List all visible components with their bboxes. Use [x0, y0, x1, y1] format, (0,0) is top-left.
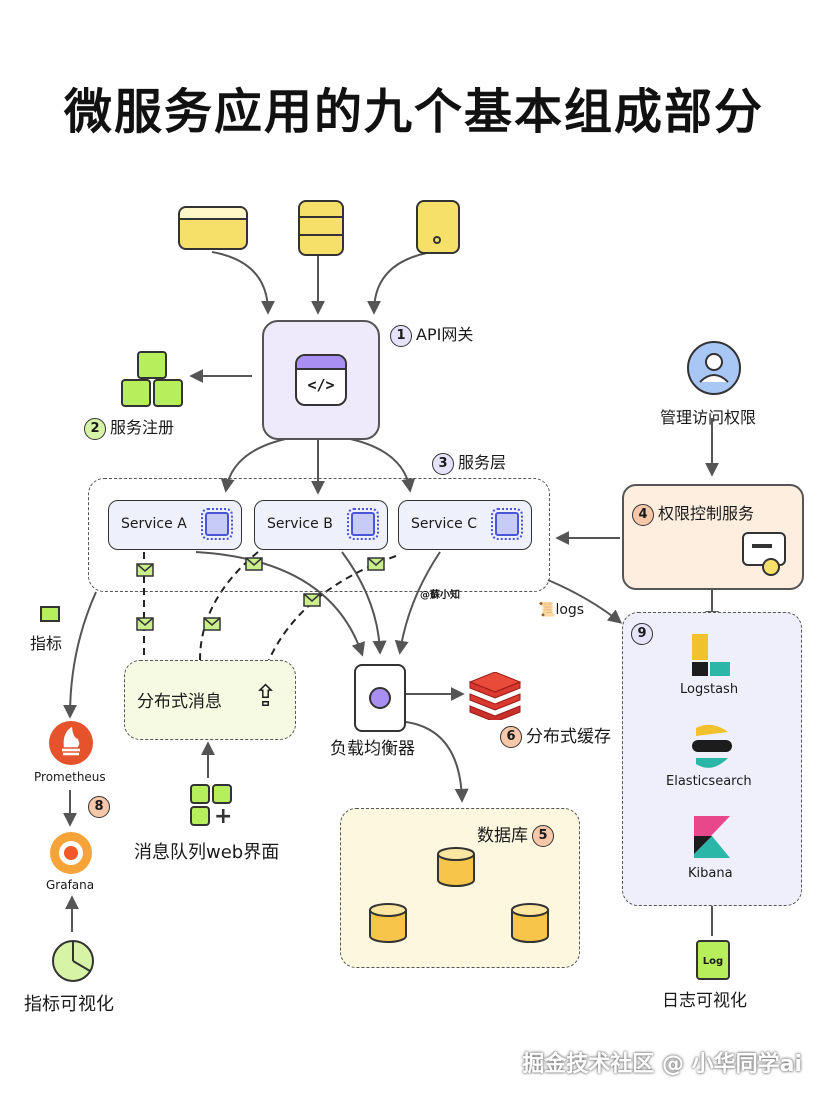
- step-number-6: 6: [500, 726, 522, 748]
- database-icon: [437, 847, 475, 887]
- service-a-label: Service A: [121, 516, 187, 532]
- database-icon: [511, 903, 549, 943]
- envelope-icon: [203, 617, 221, 631]
- envelope-icon: [367, 557, 385, 571]
- envelope-icon: [245, 557, 263, 571]
- service-layer-box: [88, 478, 550, 592]
- service-c-box[interactable]: Service C: [398, 500, 532, 550]
- step-number-8: 8: [88, 796, 110, 818]
- logstash-icon: [692, 634, 730, 676]
- grafana-label: Grafana: [46, 878, 95, 892]
- redis-icon: [468, 672, 522, 720]
- metrics-step-label: 8: [88, 796, 114, 818]
- grafana-icon: [50, 832, 92, 874]
- metrics-label: 指标: [30, 634, 63, 653]
- log-vis-label: 日志可视化: [662, 991, 747, 1011]
- code-icon: </>: [295, 354, 347, 406]
- share-icon: ⇪: [253, 679, 279, 714]
- mq-label: 分布式消息: [137, 692, 222, 712]
- scroll-icon: 📜: [538, 602, 556, 618]
- user-icon: [687, 341, 741, 395]
- browser-client-icon: [178, 206, 248, 250]
- mq-box[interactable]: 分布式消息 ⇪: [124, 660, 296, 740]
- chip-icon: [347, 508, 379, 540]
- service-a-box[interactable]: Service A: [108, 500, 242, 550]
- author-tag: @蘇小知: [420, 590, 460, 601]
- apps-icon: +: [190, 784, 234, 829]
- database-icon: [369, 903, 407, 943]
- log-file-icon: Log: [696, 940, 730, 980]
- logs-label: 📜logs: [538, 602, 585, 618]
- step-number-1: 1: [390, 324, 412, 347]
- elasticsearch-label: Elasticsearch: [666, 774, 752, 789]
- envelope-icon: [303, 593, 321, 607]
- pie-chart-icon: [52, 940, 94, 982]
- api-gateway-box[interactable]: </>: [262, 320, 380, 440]
- monitor-icon: [40, 606, 60, 622]
- step-number-2: 2: [84, 417, 106, 440]
- prometheus-icon: [49, 721, 93, 765]
- kibana-icon: [694, 816, 730, 858]
- user-label: 管理访问权限: [660, 408, 757, 427]
- service-b-box[interactable]: Service B: [254, 500, 388, 550]
- mobile-client-icon: [416, 200, 460, 254]
- watermark: 掘金技术社区 @ 小华同学ai: [522, 1052, 802, 1077]
- kibana-label: Kibana: [688, 866, 733, 881]
- elasticsearch-icon: [692, 724, 732, 768]
- balancer-icon: [369, 687, 391, 709]
- step-number-3: 3: [432, 452, 454, 475]
- load-balancer-label: 负载均衡器: [330, 739, 415, 759]
- chip-icon: [201, 508, 233, 540]
- envelope-icon: [136, 563, 154, 577]
- step-number-9: 9: [631, 623, 653, 645]
- key-icon: [762, 558, 780, 576]
- prometheus-label: Prometheus: [34, 770, 106, 784]
- metrics-vis-label: 指标可视化: [24, 994, 114, 1015]
- page-title: 微服务应用的九个基本组成部分: [63, 84, 764, 140]
- mq-ui-label: 消息队列web界面: [134, 842, 280, 863]
- step-number-5: 5: [532, 825, 554, 847]
- step-number-4: 4: [632, 503, 654, 526]
- load-balancer-box[interactable]: [354, 664, 406, 732]
- service-b-label: Service B: [267, 516, 333, 532]
- envelope-icon: [136, 617, 154, 631]
- cubes-icon: [121, 351, 183, 407]
- service-c-label: Service C: [411, 516, 477, 532]
- logstash-label: Logstash: [680, 682, 739, 697]
- desktop-client-icon: [298, 200, 344, 256]
- elk-step-label: 9: [631, 623, 657, 645]
- chip-icon: [491, 508, 523, 540]
